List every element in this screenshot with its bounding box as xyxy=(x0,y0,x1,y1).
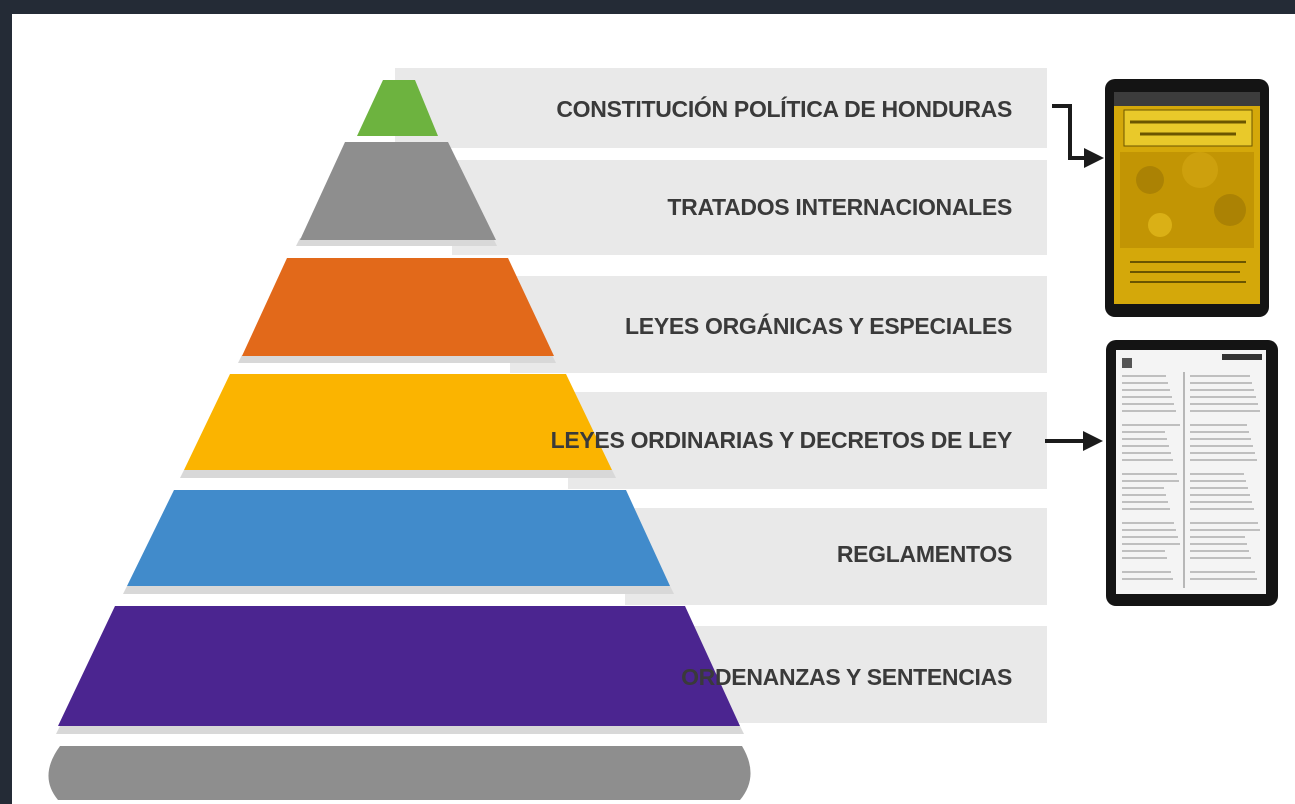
level-label-5: ORDENANZAS Y SENTENCIAS xyxy=(681,664,1012,690)
band-3 xyxy=(568,392,1047,489)
level-label-0: CONSTITUCIÓN POLÍTICA DE HONDURAS xyxy=(556,95,1012,122)
tier-base-3 xyxy=(180,470,616,478)
tier-leyes-ordinarias xyxy=(184,374,612,470)
doc-header-block xyxy=(1222,354,1262,360)
tier-base xyxy=(48,746,751,800)
level-label-1: TRATADOS INTERNACIONALES xyxy=(667,194,1012,220)
tier-base-4 xyxy=(123,586,674,594)
cover-texture xyxy=(1120,152,1254,248)
level-label-2: LEYES ORGÁNICAS Y ESPECIALES xyxy=(625,312,1012,339)
level-label-3: LEYES ORDINARIAS Y DECRETOS DE LEY xyxy=(551,427,1012,453)
tier-leyes-organicas xyxy=(242,258,554,356)
arrow-line-top xyxy=(1052,104,1088,160)
tablet-constitution xyxy=(1105,79,1269,317)
level-labels: CONSTITUCIÓN POLÍTICA DE HONDURAS TRATAD… xyxy=(551,95,1013,690)
label-bands xyxy=(395,68,1047,723)
band-5 xyxy=(682,626,1047,723)
legal-document-page-icon xyxy=(1116,350,1266,594)
band-0 xyxy=(395,68,1047,148)
doc-text-lines xyxy=(1122,375,1260,580)
band-2 xyxy=(510,276,1047,373)
pyramid-tiers xyxy=(48,80,751,800)
tier-ordenanzas xyxy=(58,606,740,726)
cover-title-box xyxy=(1123,109,1253,147)
arrow-right-icon xyxy=(1083,431,1103,451)
band-4 xyxy=(625,508,1047,605)
doc-title-block xyxy=(1122,358,1132,368)
arrow-to-document xyxy=(1045,431,1103,451)
tier-base-2 xyxy=(238,355,556,363)
tier-base-5 xyxy=(56,726,744,734)
tier-tratados xyxy=(300,142,496,240)
tier-constitucion xyxy=(357,80,438,136)
arrow-to-constitution xyxy=(1052,104,1104,168)
band-1 xyxy=(452,160,1047,255)
level-label-4: REGLAMENTOS xyxy=(837,541,1012,567)
cover-top-band xyxy=(1114,92,1260,106)
arrow-right-icon xyxy=(1084,148,1104,168)
tablet-document xyxy=(1106,340,1278,606)
tier-reglamentos xyxy=(127,490,670,586)
